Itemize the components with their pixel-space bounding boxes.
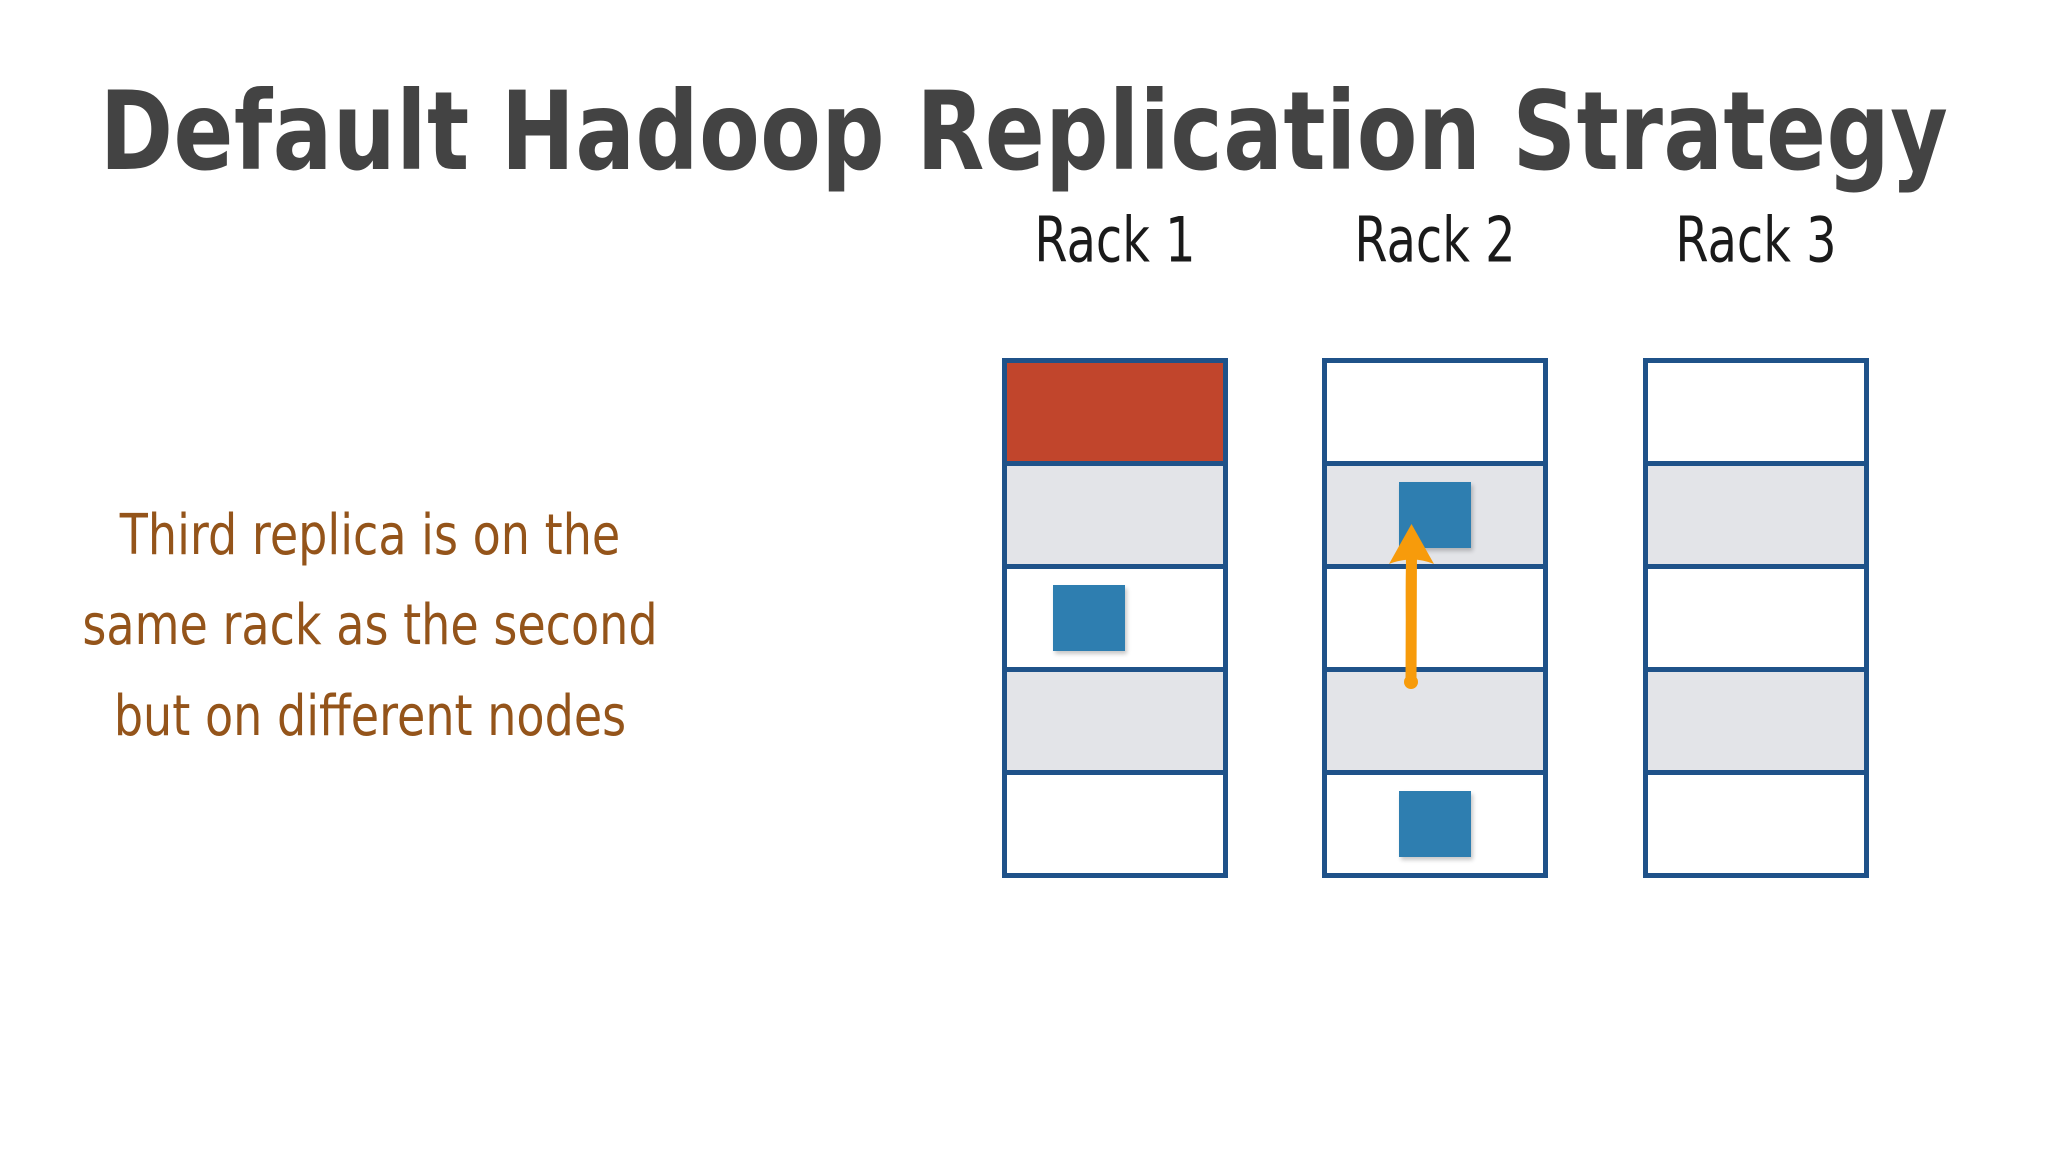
- rack-slot[interactable]: [1002, 461, 1228, 569]
- rack-slot[interactable]: [1002, 358, 1228, 466]
- rack-slot[interactable]: [1643, 667, 1869, 775]
- rack-label-2: Rack 2: [1354, 205, 1516, 278]
- rack-column-1: Rack 1: [1002, 210, 1228, 898]
- rack-body-3: [1643, 358, 1869, 898]
- rack-label-1: Rack 1: [1034, 205, 1196, 278]
- caption-text: Third replica is on the same rack as the…: [82, 502, 658, 749]
- page-title: Default Hadoop Replication Strategy: [99, 68, 1949, 195]
- rack-label-3: Rack 3: [1675, 205, 1837, 278]
- rack-column-3: Rack 3: [1643, 210, 1869, 898]
- rack-slot[interactable]: [1002, 667, 1228, 775]
- rack-slot[interactable]: [1643, 461, 1869, 569]
- rack-slot[interactable]: [1322, 358, 1548, 466]
- rack-column-2: Rack 2: [1322, 210, 1548, 898]
- rack-slot[interactable]: [1643, 770, 1869, 878]
- rack-slot[interactable]: [1002, 770, 1228, 878]
- rack-slot[interactable]: [1322, 667, 1548, 775]
- rack-body-1: [1002, 358, 1228, 898]
- replica-block[interactable]: [1399, 791, 1471, 857]
- rack-slot[interactable]: [1002, 564, 1228, 672]
- replica-block[interactable]: [1053, 585, 1126, 651]
- racks-diagram: Rack 1 Rack 2 Rack 3: [1002, 210, 1902, 910]
- rack-slot[interactable]: [1643, 564, 1869, 672]
- rack-slot[interactable]: [1643, 358, 1869, 466]
- replica-block[interactable]: [1399, 482, 1471, 548]
- rack-slot[interactable]: [1322, 564, 1548, 672]
- rack-slot[interactable]: [1322, 770, 1548, 878]
- rack-body-2: [1322, 358, 1548, 898]
- rack-slot[interactable]: [1322, 461, 1548, 569]
